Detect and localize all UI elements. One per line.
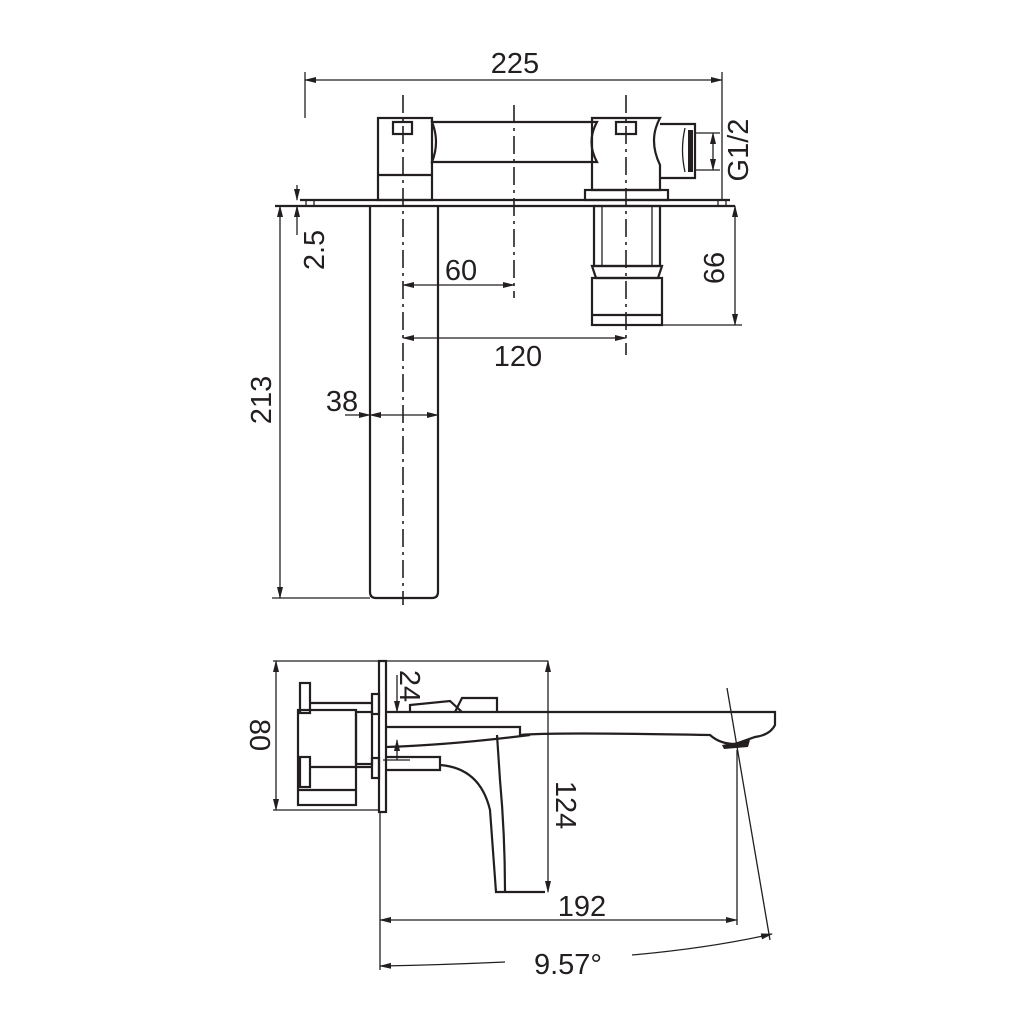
dim-80: 80	[243, 660, 548, 811]
svg-text:192: 192	[558, 891, 606, 923]
svg-text:225: 225	[491, 48, 539, 80]
dim-38: 38	[326, 386, 439, 418]
svg-text:9.57°: 9.57°	[534, 949, 602, 981]
side-handle	[386, 734, 545, 894]
dim-60: 60	[402, 255, 515, 288]
svg-text:120: 120	[494, 341, 542, 373]
left-valve-body	[376, 116, 434, 202]
svg-text:80: 80	[243, 719, 275, 751]
svg-text:38: 38	[326, 386, 358, 418]
dim-angle: 9.57°	[379, 687, 773, 981]
right-valve-body	[583, 116, 670, 327]
svg-text:213: 213	[246, 376, 278, 424]
svg-text:60: 60	[445, 255, 477, 287]
dim-225: 225	[304, 48, 723, 200]
dim-120: 120	[402, 335, 627, 373]
dim-g1-2: G1/2	[695, 119, 755, 182]
dim-124: 124	[545, 660, 581, 893]
svg-text:24: 24	[393, 670, 425, 702]
thread-fitting	[660, 122, 697, 180]
svg-text:66: 66	[699, 252, 731, 284]
side-wall-plate	[377, 659, 388, 814]
svg-text:2.5: 2.5	[299, 230, 331, 270]
svg-text:124: 124	[549, 781, 581, 829]
side-valve-body	[296, 681, 381, 807]
side-spout	[385, 696, 777, 749]
side-view: 80 24 124 192 9.57°	[243, 659, 777, 981]
dim-192: 192	[379, 750, 738, 970]
dim-213: 213	[246, 205, 370, 599]
dim-66: 66	[662, 205, 742, 326]
top-view: 225 G1/2 2.5 213 60 120	[246, 48, 755, 605]
spout-top-view	[368, 206, 440, 600]
dim-2-5: 2.5	[294, 185, 331, 270]
svg-text:G1/2: G1/2	[723, 119, 755, 182]
dim-24: 24	[383, 670, 425, 761]
connecting-bar	[430, 120, 599, 164]
